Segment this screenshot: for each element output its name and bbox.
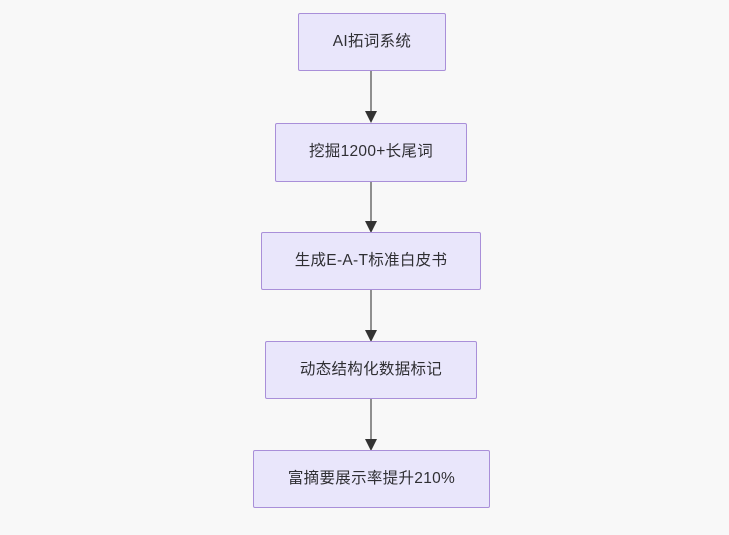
flow-node-generate-eat-whitepaper[interactable]: 生成E-A-T标准白皮书 bbox=[261, 232, 481, 290]
flow-node-label: 挖掘1200+长尾词 bbox=[308, 143, 434, 161]
flow-edge-n4-n5 bbox=[351, 399, 391, 451]
flow-node-dynamic-structured-data-markup[interactable]: 动态结构化数据标记 bbox=[265, 341, 477, 399]
flow-node-ai-keyword-system[interactable]: AI拓词系统 bbox=[298, 13, 446, 71]
flow-edge-n2-n3 bbox=[351, 182, 391, 233]
flow-node-label: 生成E-A-T标准白皮书 bbox=[294, 251, 448, 269]
flow-edge-n1-n2 bbox=[351, 71, 391, 123]
flow-node-label: 富摘要展示率提升210% bbox=[287, 469, 456, 487]
flow-node-label: AI拓词系统 bbox=[332, 32, 412, 50]
flow-node-mine-longtail-keywords[interactable]: 挖掘1200+长尾词 bbox=[275, 123, 467, 182]
flow-node-rich-snippet-impression-uplift[interactable]: 富摘要展示率提升210% bbox=[253, 450, 490, 508]
flow-edge-n3-n4 bbox=[351, 290, 391, 342]
flow-node-label: 动态结构化数据标记 bbox=[299, 360, 443, 378]
